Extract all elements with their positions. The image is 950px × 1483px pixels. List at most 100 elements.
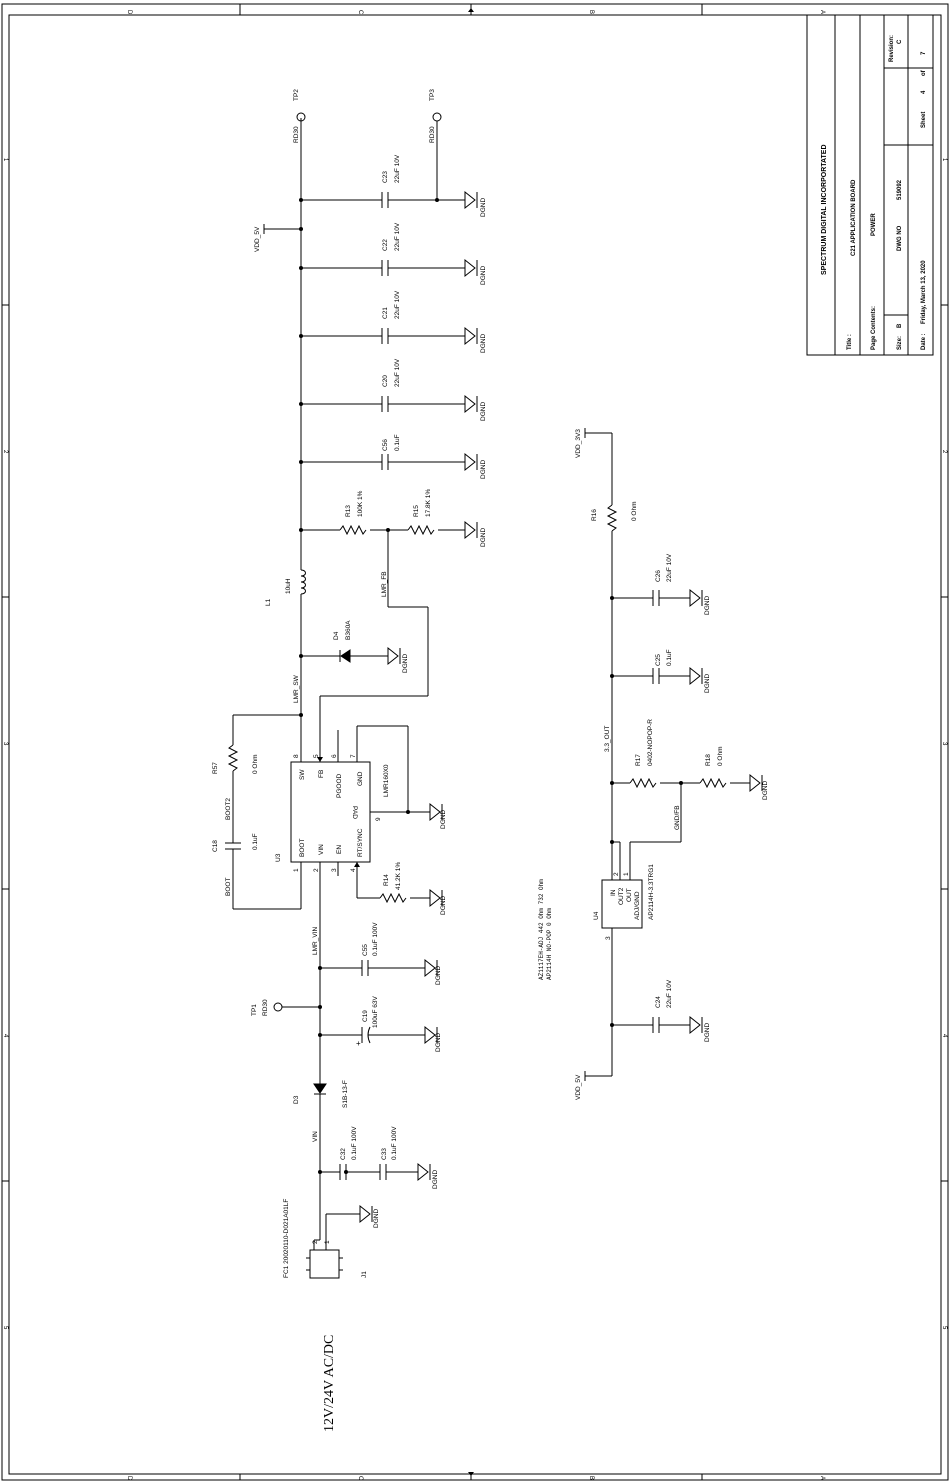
j1-pin1: 1 [324,1240,331,1244]
r17-value: 0402-NOPOP-R [647,719,654,766]
tp2-ref: TP2 [293,89,300,101]
c21-value: 22uF 10V [394,290,401,319]
title-block: SPECTRUM DIGITAL INCORPORTATED Title : C… [806,14,934,356]
l1-ref: L1 [265,598,272,606]
input-voltage-label: 12V/24V AC/DC [322,1335,337,1432]
c56-ref: C56 [382,439,389,451]
c24-value: 22uF 10V [666,979,673,1008]
page-contents-value: POWER [871,213,877,236]
u3-pin-fb: FB [318,770,325,778]
u3-pin-vin: VIN [318,844,325,855]
u4-pin-adjgnd: ADJ/GND [634,891,641,920]
c56-value: 0.1uF [394,434,401,451]
u3-pinnum-en: 3 [331,868,338,872]
tp3-ref: TP3 [429,89,436,101]
u4-pin-in: IN [610,889,617,896]
inductor-l1 [299,569,306,760]
lmr-sw-net: LMR_SW [293,674,300,703]
d3-value: S1B-13-F [342,1080,349,1108]
dgnd-label: DGND [440,896,447,915]
u3-pin-gnd: GND [357,771,364,786]
dwg-no-label: DWG NO [897,225,903,251]
dgnd-label: DGND [480,266,487,285]
dgnd-label: DGND [435,966,442,985]
u4-pinnum-out2: 1 [623,872,630,876]
c18-ref: C18 [212,840,219,852]
zone-left-1: 1 [2,158,8,162]
lmr-vin-network [273,960,425,1044]
tp1-value: RD30 [262,999,269,1016]
d3-ref: D3 [293,1095,300,1104]
zone-top-a: A [819,10,825,14]
boot-net: BOOT [225,878,232,896]
j1-value: FC1 20020110-D021A01LF [283,1199,290,1278]
zone-top-c: C [357,10,363,15]
u4-part: AP2114H-3.3TRG1 [648,864,655,920]
c25-ref: C25 [655,654,662,666]
dgnd-label: DGND [480,460,487,479]
size-value: B [897,323,903,328]
c19-ref: C19 [362,1010,369,1022]
u3-pin-pad: PAD [351,806,358,819]
c25-value: 0.1uF [666,649,673,666]
d4-value: B360A [345,620,352,640]
sheet-number: 4 [921,90,927,94]
c19-value: 100uF 63V [372,996,379,1028]
c33-ref: C33 [381,1148,388,1160]
boot-network [225,714,302,910]
r57-value: 0 Ohm [252,754,259,774]
zone-top-d: D [126,10,132,15]
c22-ref: C22 [382,239,389,251]
zone-bottom-a: A [819,1476,825,1480]
r57-ref: R57 [212,762,219,774]
company-name: SPECTRUM DIGITAL INCORPORTATED [821,144,828,275]
vdd5v-u4-net: VDD_5V [575,1074,582,1100]
u3-ref: U3 [275,853,282,862]
c23-value: 22uF 10V [394,154,401,183]
dgnd-label: DGND [440,810,447,829]
regulator-note-2: AP2114H NO-POP 0 Ohm [546,908,553,980]
zone-right-5: 5 [941,1326,947,1330]
dgnd-label: DGND [704,674,711,693]
c32-value: 0.1uF 100V [351,1126,358,1160]
vdd5v-rail [263,112,465,760]
labels: TP2 RD30 TP3 RD30 VDD_5V C23 22uF 10V C2… [212,89,769,1432]
zone-right-2: 2 [941,450,947,454]
dwg-no-value: 519092 [897,179,903,200]
dgnd-label: DGND [373,1209,380,1228]
zone-right-1: 1 [941,158,947,162]
c22-value: 22uF 10V [394,222,401,251]
dgnd-label: DGND [480,528,487,547]
date-label: Date : [921,333,927,350]
lmr-vin-net: LMR_VIN [312,927,319,955]
j1-ref: J1 [361,1271,368,1278]
u4-pin-out2: OUT2 [618,887,625,905]
input-network [306,1083,418,1279]
r14-ref: R14 [383,874,390,886]
dgnd-label: DGND [435,1033,442,1052]
zone-right-3: 3 [941,742,947,746]
zone-left-2: 2 [2,450,8,454]
lmr-fb-net: LMR_FB [381,571,388,597]
tp1-ref: TP1 [251,1004,258,1016]
u4-pinnum-in: 3 [605,936,612,940]
page-contents-label: Page Contents: [871,306,877,350]
diode-d4 [301,649,388,663]
dgnd-label: DGND [480,334,487,353]
title-value: C21 APPLICATION BOARD [851,179,857,256]
tp2-value: RD30 [293,126,300,143]
c33-value: 0.1uF 100V [391,1126,398,1160]
r18-value: 0 Ohm [717,746,724,766]
revision-label: Revision: [889,35,895,62]
dgnd-label: DGND [480,198,487,217]
r16-value: 0 Ohm [631,501,638,521]
vdd5v-net: VDD_5V [254,226,261,252]
sheet-total: 7 [921,51,927,55]
zone-top-b: B [588,10,594,14]
u3-pin-sw: SW [299,769,306,780]
dgnd-label: DGND [704,1023,711,1042]
zone-bottom-d: D [126,1476,132,1481]
sheet-border: D C B A D C B A 1 2 3 4 5 1 2 3 4 5 [1,3,949,1481]
r18-ref: R18 [705,754,712,766]
